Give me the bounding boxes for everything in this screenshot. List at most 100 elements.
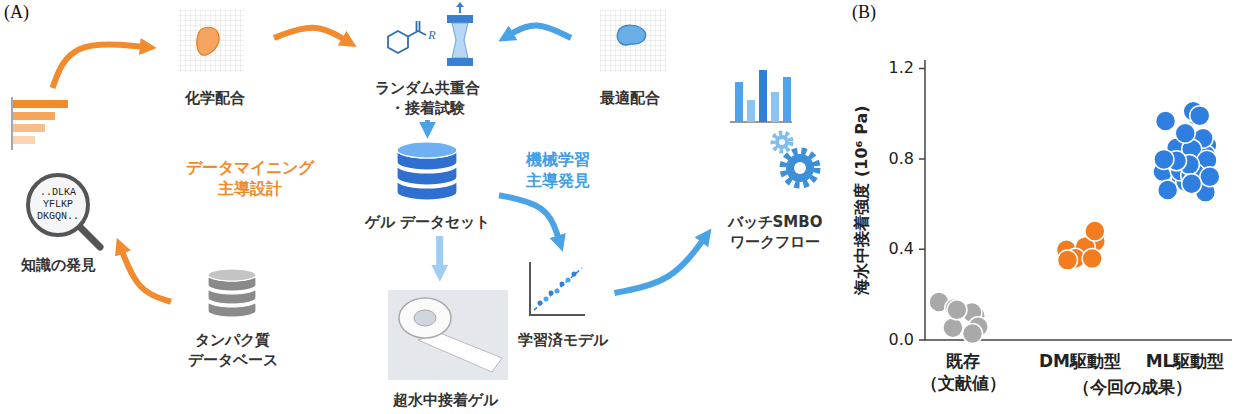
category-label: ML駆動型: [1135, 350, 1235, 372]
tensile-tester-icon: [447, 58, 473, 66]
flow-arrow: [499, 195, 559, 239]
flow-arrow: [436, 236, 443, 269]
model-plot-icon: [560, 282, 565, 287]
concept-node: タンパク質 データベース: [175, 265, 290, 370]
model-plot-icon: [530, 262, 585, 315]
magnifier-icon: [28, 175, 100, 247]
monomer-icon: [388, 31, 408, 53]
formulation-grid: [178, 10, 244, 72]
ranking-bar-chart: [13, 124, 45, 132]
model-plot-icon: [572, 272, 577, 277]
result-bar-chart: [759, 70, 767, 122]
data-points: [1175, 123, 1195, 143]
sequence-text: ..DLKA YFLKP DKGQN..: [35, 187, 81, 223]
optimal-grid: [600, 10, 666, 72]
flow-arrow: [53, 44, 145, 88]
gel-tape-photo: [388, 290, 508, 380]
data-points: [943, 318, 963, 338]
data-points: [1154, 149, 1174, 169]
data-points: [1057, 250, 1077, 270]
gel-database-icon: [397, 142, 457, 200]
magnifier-icon: [80, 227, 100, 247]
result-bar-chart: [771, 92, 779, 122]
gear-icon: [773, 133, 817, 185]
category-label: DM駆動型: [1030, 350, 1130, 372]
node-label: 学習済モデル: [518, 331, 608, 351]
panel-letter: (A): [4, 2, 44, 23]
concept-node: 最適配合: [575, 8, 685, 108]
ranking-bar-chart: [13, 136, 35, 144]
ranking-bar-chart: [13, 112, 55, 120]
flow-arrow: [425, 120, 430, 126]
formulation-grid: [178, 10, 244, 72]
node-label: 化学配合: [185, 89, 245, 109]
tensile-tester-icon: [447, 2, 473, 66]
cycle-label: 機械学習 主導発見: [515, 150, 600, 192]
concept-node: 学習済モデル: [515, 255, 611, 350]
data-points: [1200, 167, 1220, 187]
node-label: 知識の発見: [21, 256, 96, 276]
category-label: （今回の成果）: [1062, 376, 1202, 398]
ranking-bar-chart: [13, 100, 68, 108]
concept-node: 知識の発見: [3, 92, 113, 275]
data-points: [947, 300, 967, 320]
node-label: 超水中接着ゲル: [393, 391, 498, 411]
optimal-grid: [600, 10, 666, 72]
node-label: ゲル データセット: [365, 213, 490, 233]
concept-node: 化学配合: [160, 8, 270, 108]
gear-icon: [773, 133, 791, 151]
tensile-tester-icon: [447, 15, 473, 23]
gear-icon: [775, 135, 789, 149]
model-plot-icon: [549, 291, 554, 296]
tick-label: 0.8: [872, 148, 914, 170]
result-bar-chart: [730, 70, 792, 122]
flow-arrow: [121, 250, 171, 302]
data-points: [929, 101, 1220, 343]
tensile-tester-icon: [456, 2, 464, 7]
cycle-label: データマイニング 主導設計: [180, 158, 320, 200]
category-label: 既存 （文献値）: [913, 350, 1013, 394]
axis-title: 海水中接着強度 (10⁶ Pa): [851, 70, 873, 330]
flow-arrow: [274, 28, 346, 41]
data-points: [963, 324, 983, 344]
magnifier-icon: [28, 175, 88, 235]
node-label: 最適配合: [600, 89, 660, 109]
data-points: [1158, 180, 1178, 200]
chemical-group: R: [425, 28, 439, 43]
gel-tape-photo: [414, 310, 436, 326]
data-points: [1182, 174, 1202, 194]
concept-node: 超水中接着ゲル: [380, 285, 510, 410]
panel-letter: (B): [852, 2, 892, 23]
node-label: バッチSMBO ワークフロー: [720, 213, 830, 252]
model-plot-icon: [538, 301, 543, 306]
node-label: タンパク質 データベース: [183, 331, 283, 370]
flow-arrow: [509, 25, 571, 38]
chart-axes: [919, 60, 1232, 340]
concept-node: ランダム共重合 ・接着試験: [360, 8, 495, 118]
chart-axes: [919, 69, 925, 341]
model-plot-icon: [566, 278, 571, 283]
model-plot-icon: [544, 297, 549, 302]
data-points: [1085, 221, 1105, 241]
ranking-bar-chart: [12, 97, 68, 150]
protein-database-icon: [208, 269, 256, 281]
node-label: ランダム共重合 ・接着試験: [370, 79, 486, 118]
gel-tape-photo: [418, 333, 502, 372]
monomer-icon: [388, 21, 426, 53]
concept-node: ゲル データセット: [360, 140, 495, 232]
chart-axes: [925, 60, 1232, 340]
gear-icon: [783, 151, 817, 185]
formulation-grid: [197, 27, 219, 55]
tick-label: 0.4: [872, 238, 914, 260]
concept-node: バッチSMBO ワークフロー: [715, 62, 835, 252]
protein-database-icon: [208, 269, 256, 317]
gel-database-icon: [397, 142, 457, 158]
optimal-grid: [617, 25, 645, 45]
monomer-icon: [408, 31, 426, 37]
data-points: [1082, 248, 1102, 268]
data-points: [1156, 111, 1176, 131]
data-points: [1190, 106, 1210, 126]
gear-icon: [794, 162, 806, 174]
tick-label: 0.0: [872, 329, 914, 351]
